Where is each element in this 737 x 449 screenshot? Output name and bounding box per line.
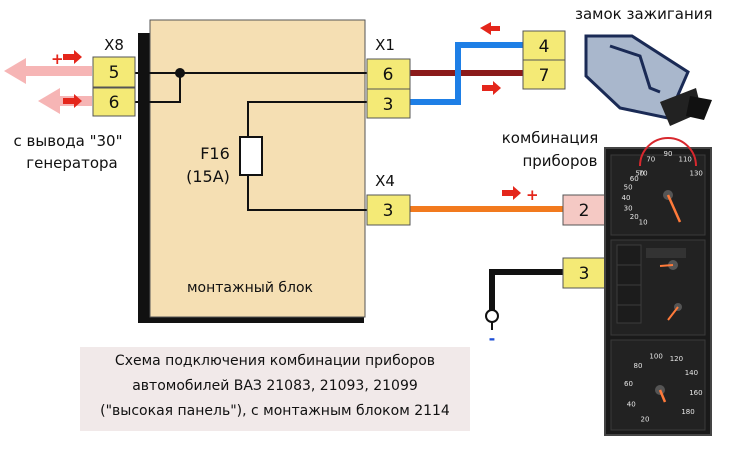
caption-box: Схема подключения комбинации приборов ав… <box>80 347 470 431</box>
wire-ground <box>489 269 563 310</box>
x1-label: X1 <box>375 36 395 54</box>
x8-label: X8 <box>104 36 124 54</box>
gauge-scale-number: 80 <box>634 362 643 370</box>
plus-sign-cluster: + <box>526 186 539 204</box>
plus-sign-x8: + <box>51 50 64 68</box>
pin-cluster-bottom <box>562 257 606 289</box>
pin-label: 4 <box>539 37 550 57</box>
gauge-scale-number: 10 <box>639 218 648 226</box>
caption-line-2: автомобилей ВАЗ 21083, 21093, 21099 <box>132 378 418 394</box>
x4-label: X4 <box>375 172 395 190</box>
generator-label-1: с вывода "30" <box>14 132 123 150</box>
gauge-scale-number: 140 <box>685 369 698 377</box>
caption-line-1: Схема подключения комбинации приборов <box>114 353 436 369</box>
pin-label: 6 <box>109 93 120 113</box>
gauge-scale-number: 60 <box>624 380 633 388</box>
gauge-scale-number: 20 <box>630 213 639 221</box>
gauge-scale-number: 30 <box>624 204 633 212</box>
gauge-scale-number: 130 <box>690 170 703 178</box>
fuse-name: F16 <box>200 144 230 163</box>
pin-ign-top <box>522 30 566 61</box>
ignition-label: замок зажигания <box>575 5 713 23</box>
generator-label-2: генератора <box>26 154 118 172</box>
pin-x4 <box>366 194 411 226</box>
pin-x8-top <box>92 56 136 88</box>
direction-arrows <box>63 22 521 200</box>
ignition-key-icon <box>584 34 712 126</box>
gauge-scale-number: 50 <box>624 184 633 192</box>
gauge-scale-number: 70 <box>639 170 648 178</box>
pin-label: 3 <box>579 264 590 284</box>
cluster-label-1: комбинация <box>502 129 599 147</box>
pin-label: 3 <box>383 95 394 115</box>
fuse-rating: (15А) <box>186 167 230 186</box>
junction-dot <box>175 68 185 78</box>
gauge-scale-number: 90 <box>664 150 673 158</box>
gauge-scale-number: 40 <box>622 194 631 202</box>
pin-ign-bottom <box>522 59 566 90</box>
caption-line-3: ("высокая панель"), с монтажным блоком 2… <box>100 403 450 419</box>
minus-sign: - <box>489 329 496 348</box>
pin-label: 7 <box>539 66 550 86</box>
gauge-scale-number: 40 <box>627 400 636 408</box>
wire-blue <box>410 42 523 105</box>
fuse-f16 <box>239 136 263 176</box>
gauge-scale-number: 180 <box>681 408 694 416</box>
pin-x1-top <box>366 58 411 90</box>
gauge-scale-number: 160 <box>689 389 702 397</box>
pin-x1-bottom <box>366 88 411 119</box>
ground-terminal <box>485 309 499 323</box>
gauge-scale-number: 100 <box>649 353 662 361</box>
gauge-scale-number: 110 <box>679 155 692 163</box>
pin-label: 3 <box>383 201 394 221</box>
pin-label: 6 <box>383 65 394 85</box>
pin-x8-bottom <box>92 87 136 117</box>
instrument-cluster <box>604 137 712 436</box>
gauge-scale-number: 60 <box>630 175 639 183</box>
cluster-label-2: приборов <box>522 152 597 170</box>
gauge-scale-number: 20 <box>641 415 650 423</box>
power-arrows <box>4 58 92 114</box>
block-label: монтажный блок <box>187 280 313 296</box>
gauge-scale-number: 120 <box>670 355 683 363</box>
internal-wiring <box>135 72 367 211</box>
pin-label: 5 <box>109 63 120 83</box>
pin-label: 2 <box>579 201 590 221</box>
pin-cluster-top <box>562 194 606 226</box>
gauge-scale-number: 50 <box>635 170 644 178</box>
gauge-scale-number: 70 <box>646 155 655 163</box>
